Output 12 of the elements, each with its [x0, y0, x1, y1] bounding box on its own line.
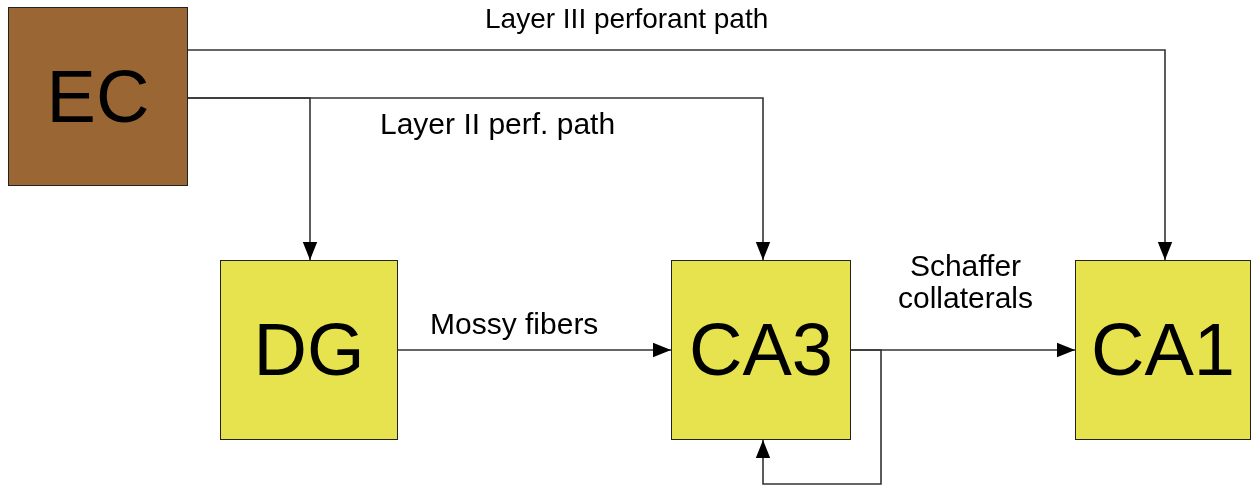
region-box: [8, 7, 188, 186]
arrow: [187, 49, 1173, 261]
region-label: DG: [253, 313, 365, 387]
region-box: [220, 260, 398, 440]
region-box: [671, 260, 851, 440]
region-label: CA1: [1091, 313, 1235, 387]
region-box: [1075, 260, 1251, 440]
region-label: EC: [46, 59, 150, 134]
region-label: CA3: [689, 313, 833, 387]
arrow: [755, 349, 882, 485]
arrow: [187, 97, 771, 261]
arrow: [397, 342, 672, 358]
